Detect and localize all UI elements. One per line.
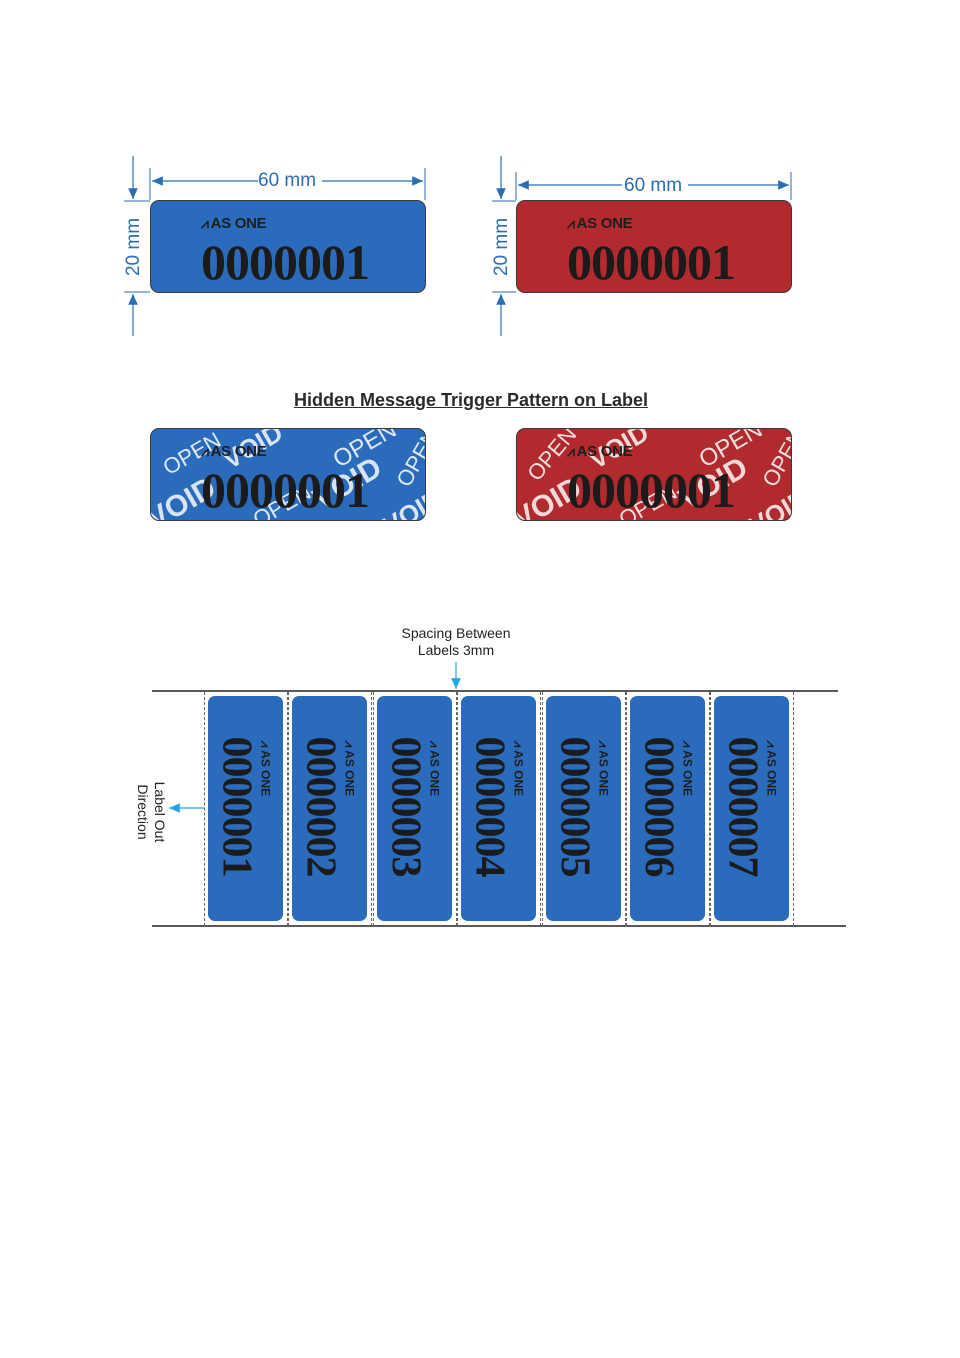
label-gap-line [540,692,541,926]
serial-number: 0000003 [382,736,428,876]
serial-number: 0000007 [719,736,765,876]
brand-logo: ⩘AS ONE [567,215,633,232]
label-gap-line [793,692,794,926]
brand-logo: ⩘AS ONE [201,215,267,232]
width-dimension-label-red: 60 mm [624,175,683,196]
label-gap-line [288,692,289,926]
label-gap-line [626,692,627,926]
label-gap-line [457,692,458,926]
red-pattern-label: VOID OPEN VOID OPEN VOID OPEN VOID OPEN … [516,428,792,521]
label-gap-line [287,692,288,926]
serial-number: 0000001 [201,462,370,518]
serial-number: 0000001 [213,736,259,876]
label-gap-line [542,692,543,926]
serial-number: 0000004 [466,736,512,876]
spacing-note: Spacing Between Labels 3mm [376,625,536,659]
label-gap-line [373,692,374,926]
dimension-lines [124,156,792,336]
width-dimension-label-blue: 60 mm [258,170,317,191]
as-one-logo-icon: ⩘ [567,215,575,231]
label-gap-line [710,692,711,926]
as-one-logo-icon: ⩘ [567,443,575,459]
blue-pattern-label: VOID OPEN VOID OPEN VOID OPEN VOID OPEN … [150,428,426,521]
as-one-logo-icon: ⩘ [201,443,209,459]
label-gap-line [204,692,205,926]
serial-number: 0000001 [567,234,736,290]
direction-line2: Direction [135,784,151,840]
label-gap-line [625,692,626,926]
strip-lines [152,662,846,927]
serial-number: 0000001 [567,462,736,518]
brand-logo: ⩘AS ONE [567,443,633,460]
brand-logo: ⩘AS ONE [201,443,267,460]
serial-number: 0000006 [635,736,681,876]
red-label: ⩘AS ONE 0000001 [516,200,792,293]
direction-line1: Label Out [152,781,168,843]
label-gap-line [709,692,710,926]
serial-number: 0000002 [297,736,343,876]
spacing-note-line1: Spacing Between [401,625,511,641]
pattern-heading: Hidden Message Trigger Pattern on Label [293,390,649,410]
serial-number: 0000005 [551,736,597,876]
serial-number: 0000001 [201,234,370,290]
label-gap-line [456,692,457,926]
as-one-logo-icon: ⩘ [201,215,209,231]
label-gap-line [371,692,372,926]
blue-label: ⩘AS ONE 0000001 [150,200,426,293]
spacing-note-line2: Labels 3mm [417,642,495,658]
label-out-direction: Label Out Direction [134,757,168,867]
